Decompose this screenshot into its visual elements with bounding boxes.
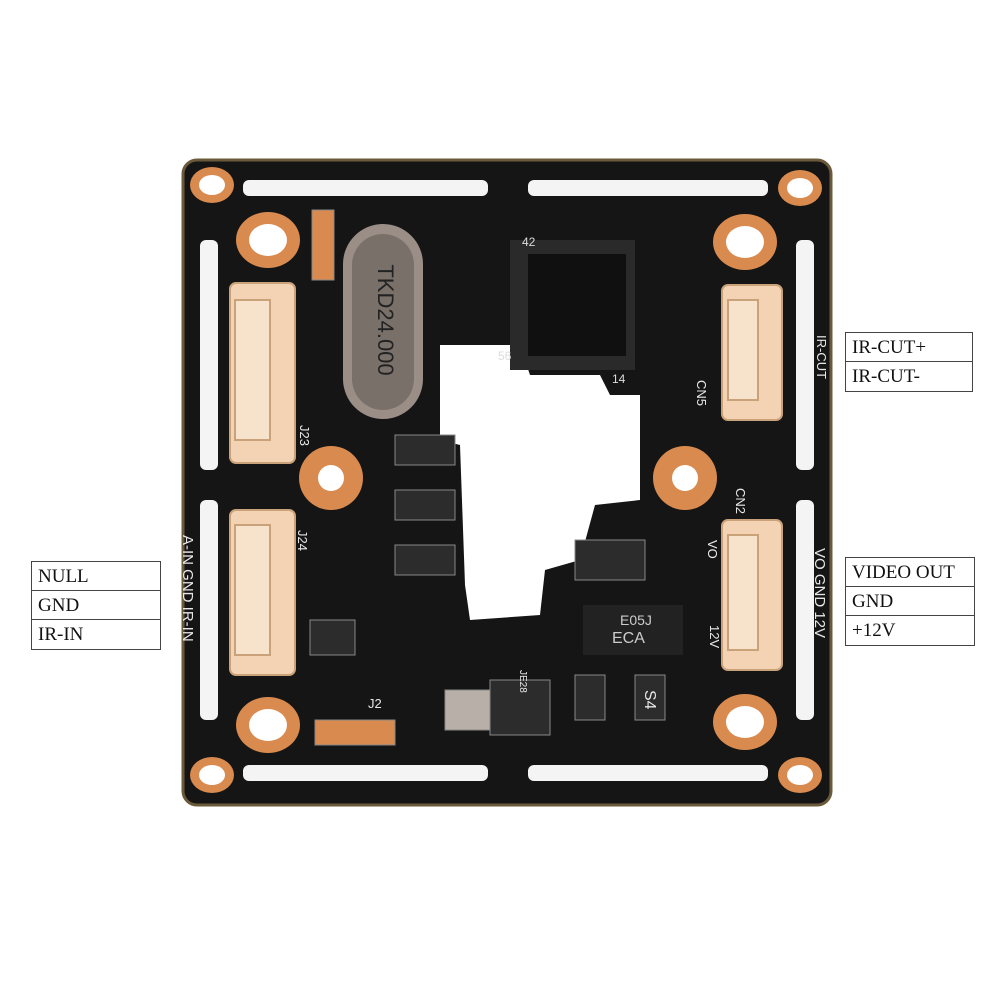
svg-text:VO: VO [705, 540, 720, 559]
silkscreen: IR-CUT CN5 CN2 J24 J23 J2 JE28 A-IN GND … [179, 335, 829, 711]
svg-text:CN2: CN2 [733, 488, 748, 514]
label-null: NULL [32, 562, 160, 591]
regulator: E05J ECA [583, 605, 683, 655]
svg-text:IR-CUT: IR-CUT [814, 335, 829, 379]
label-ircut-plus: IR-CUT+ [846, 333, 972, 362]
pcb-edge [181, 158, 833, 807]
label-ircut-minus: IR-CUT- [852, 366, 920, 387]
svg-text:14: 14 [612, 372, 626, 386]
svg-text:J2: J2 [368, 696, 382, 711]
svg-text:A-IN GND IR-IN: A-IN GND IR-IN [179, 535, 196, 642]
left-connector-labels: NULL GND IR-IN [31, 561, 161, 650]
board-cutout [440, 345, 640, 620]
crystal-oscillator: TKD24.000 [343, 224, 423, 419]
svg-text:J24: J24 [295, 530, 310, 551]
label-video-out: VIDEO OUT [846, 558, 974, 587]
svg-text:JE28: JE28 [517, 670, 528, 693]
label-gnd: GND [32, 591, 160, 620]
svg-text:E05J: E05J [620, 612, 652, 628]
connectors [229, 282, 783, 676]
edge-slots [200, 180, 814, 781]
label-12v: +12V [852, 620, 896, 641]
svg-text:12V: 12V [707, 625, 722, 648]
svg-text:S4: S4 [641, 690, 658, 710]
svg-text:VO GND 12V: VO GND 12V [811, 548, 828, 638]
smd-components [309, 209, 666, 746]
video-connector-labels: VIDEO OUT GND +12V [845, 557, 975, 646]
mounting-holes [190, 167, 822, 793]
svg-text:ECA: ECA [612, 630, 645, 647]
svg-text:56: 56 [498, 349, 512, 363]
label-ir-in: IR-IN [38, 624, 84, 645]
crystal-marking: TKD24.000 [373, 264, 398, 375]
svg-text:CN5: CN5 [694, 380, 709, 406]
ircut-connector-labels: IR-CUT+ IR-CUT- [845, 332, 973, 392]
label-gnd-right: GND [846, 587, 974, 616]
main-chip: 42 56 14 [498, 235, 635, 386]
svg-text:J23: J23 [297, 425, 312, 446]
svg-text:42: 42 [522, 235, 536, 249]
